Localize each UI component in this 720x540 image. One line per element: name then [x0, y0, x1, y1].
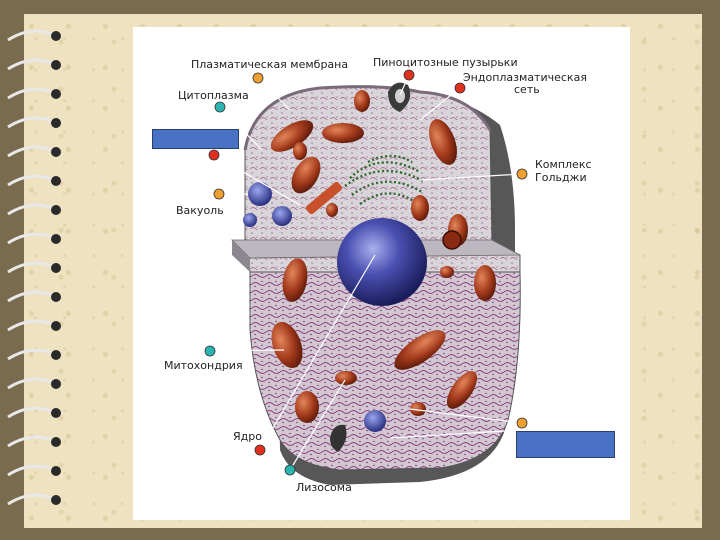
spiral-ring — [7, 435, 53, 448]
hidden-label-box-right — [516, 431, 615, 458]
spiral-ring — [7, 58, 53, 71]
marker-lysosome — [284, 464, 296, 476]
spiral-ring — [7, 174, 53, 187]
spiral-ring — [7, 406, 53, 419]
spiral-ring — [7, 348, 53, 361]
hidden-label-box-left — [152, 129, 239, 149]
label-golgi-line2: Гольджи — [535, 171, 587, 184]
golgi-complex — [344, 154, 426, 205]
label-er-line1: Эндоплазматическая — [463, 71, 587, 84]
spiral-ring — [7, 29, 53, 42]
nucleus — [337, 218, 427, 306]
binding-hole — [51, 31, 61, 41]
spiral-ring — [7, 377, 53, 390]
label-golgi-line1: Комплекс — [535, 158, 592, 171]
marker-membrane — [252, 72, 264, 84]
binding-hole — [51, 321, 61, 331]
spiral-ring — [7, 145, 53, 158]
label-lysosome: Лизосома — [296, 481, 352, 494]
mitochondria-lower — [271, 258, 496, 423]
binding-hole — [51, 437, 61, 447]
cell-lower-body — [249, 271, 521, 471]
label-vacuole: Вакуоль — [176, 204, 224, 217]
marker-er — [454, 82, 466, 94]
binding-hole — [51, 408, 61, 418]
spiral-binding — [7, 29, 61, 506]
marker-pino — [403, 69, 415, 81]
binding-hole — [51, 60, 61, 70]
binding-hole — [51, 263, 61, 273]
label-plasma-membrane: Плазматическая мембрана — [191, 58, 349, 71]
marker-cytoplasm — [214, 101, 226, 113]
spiral-ring — [7, 232, 53, 245]
binding-hole — [51, 176, 61, 186]
pinocytic-vesicle-highlight — [395, 89, 405, 103]
label-nucleus: Ядро — [233, 430, 262, 443]
binding-hole — [51, 234, 61, 244]
binding-hole — [51, 147, 61, 157]
marker-nucleus — [254, 444, 266, 456]
binding-hole — [51, 379, 61, 389]
leader-lines — [209, 71, 523, 471]
binding-hole — [51, 292, 61, 302]
marker-vacuole — [213, 188, 225, 200]
spiral-ring — [7, 464, 53, 477]
label-mitochondrion: Митохондрия — [164, 359, 243, 372]
marker-mito — [204, 345, 216, 357]
cell-cut-edge — [232, 240, 250, 272]
spiral-ring — [7, 290, 53, 303]
binding-hole — [51, 205, 61, 215]
spiral-ring — [7, 203, 53, 216]
spiral-ring — [7, 87, 53, 100]
binding-hole — [51, 466, 61, 476]
spiral-ring — [7, 319, 53, 332]
binding-hole — [51, 89, 61, 99]
marker-hidden-left — [208, 149, 220, 161]
spiral-ring — [7, 261, 53, 274]
label-pinocytic-vesicles: Пиноцитозные пузырьки — [373, 56, 518, 69]
label-cytoplasm: Цитоплазма — [178, 89, 249, 102]
binding-hole — [51, 118, 61, 128]
spiral-ring — [7, 116, 53, 129]
marker-golgi — [516, 168, 528, 180]
binding-hole — [51, 350, 61, 360]
label-er-line2: сеть — [514, 83, 540, 96]
lysosome-upper — [442, 230, 462, 250]
spiral-ring — [7, 493, 53, 506]
binding-hole — [51, 495, 61, 505]
label-markers — [204, 69, 528, 476]
lysosome-lower — [330, 424, 347, 452]
vacuoles — [243, 182, 386, 432]
cell-membrane-outline — [243, 85, 492, 151]
marker-hidden-right — [516, 417, 528, 429]
